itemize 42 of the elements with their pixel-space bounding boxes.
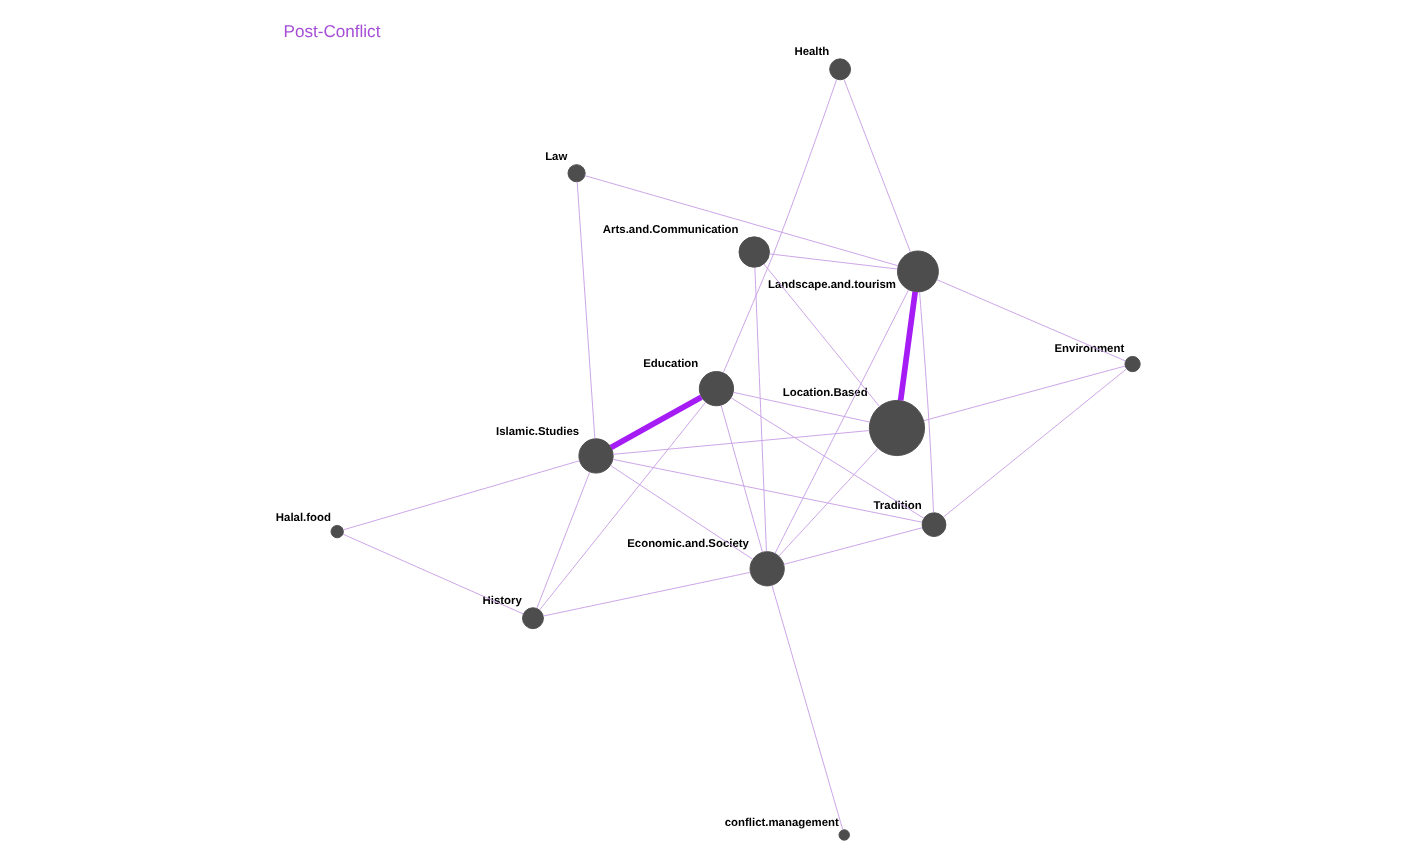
connector xyxy=(923,365,1126,422)
connector xyxy=(722,78,838,374)
connector xyxy=(584,175,899,267)
node-circle xyxy=(578,438,614,474)
connector xyxy=(536,471,591,609)
connector xyxy=(732,391,871,423)
node-circle xyxy=(1124,355,1141,373)
connector xyxy=(897,291,918,401)
connector xyxy=(576,181,596,440)
connector xyxy=(539,401,707,611)
node-circle xyxy=(567,164,586,183)
connector xyxy=(783,527,923,565)
node-circle xyxy=(868,399,926,457)
diagram-title: Post-Conflict xyxy=(283,21,381,42)
node-circle xyxy=(921,512,947,537)
connector xyxy=(609,394,703,451)
connector xyxy=(843,79,911,253)
connector xyxy=(778,448,879,557)
connector xyxy=(936,279,1127,362)
connector xyxy=(720,404,763,553)
node-circle xyxy=(838,829,850,841)
connector xyxy=(763,263,880,407)
node-circle xyxy=(698,371,735,407)
connector xyxy=(774,289,910,554)
node-circle xyxy=(738,236,770,268)
connector xyxy=(542,571,751,617)
node-circle xyxy=(330,524,344,539)
connector xyxy=(610,465,754,560)
node-circle xyxy=(522,607,544,630)
connector xyxy=(342,460,580,531)
connector xyxy=(771,584,844,831)
connector xyxy=(612,458,923,523)
connector xyxy=(730,397,925,519)
connector xyxy=(754,267,767,552)
connector xyxy=(769,253,898,270)
connector xyxy=(342,533,524,615)
node-circle xyxy=(896,250,939,293)
connector xyxy=(943,368,1127,518)
node-circle xyxy=(829,58,852,81)
connector xyxy=(919,291,934,514)
node-circle xyxy=(749,551,785,587)
connector xyxy=(613,430,870,455)
